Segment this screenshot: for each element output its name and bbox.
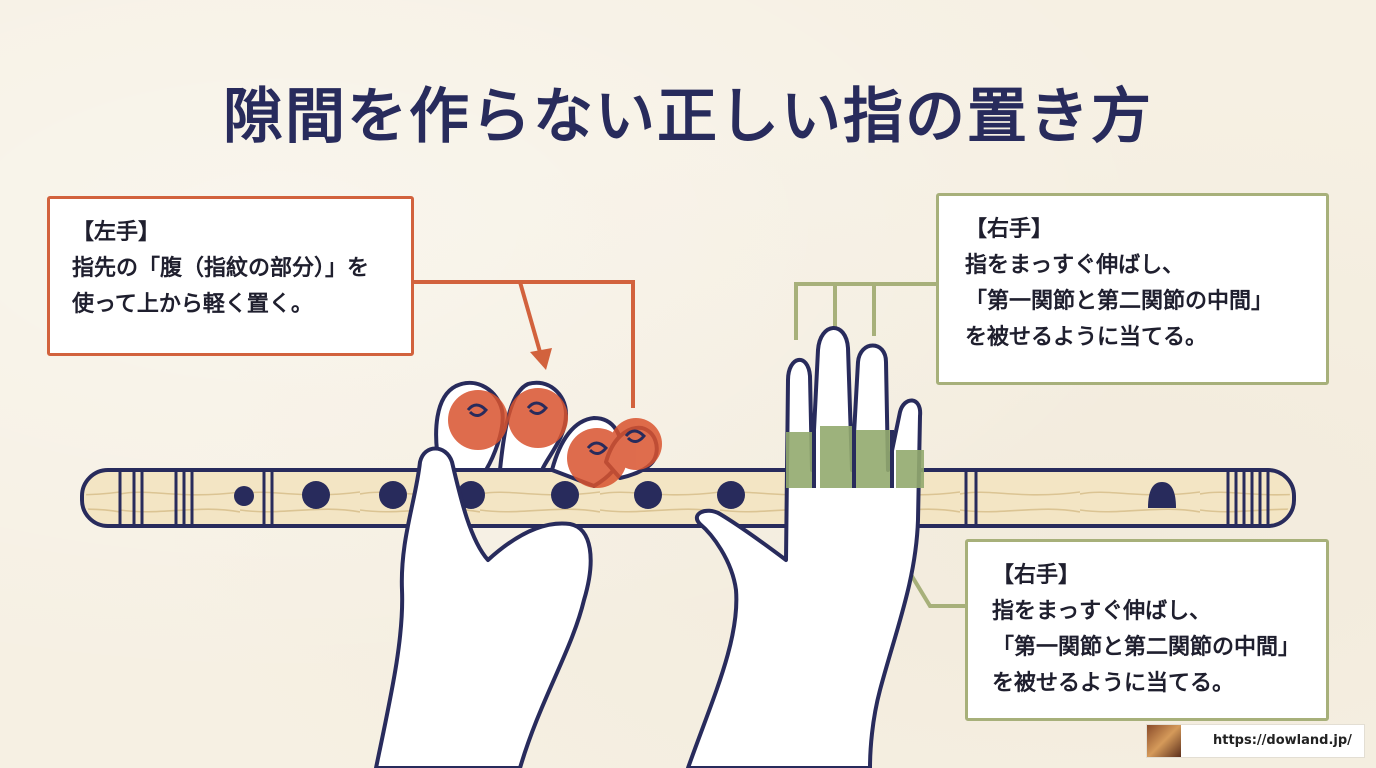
left-hand-callout: 【左手】 指先の「腹（指紋の部分）」を 使って上から軽く置く。	[47, 196, 414, 356]
flute-hole	[551, 481, 579, 509]
left-hand-heading: 【左手】	[72, 220, 161, 245]
embouchure-hole	[1148, 482, 1176, 508]
right-hand-text-line: を被せるように当てる。	[992, 671, 1235, 696]
right-top-connectors	[794, 282, 936, 340]
right-hand-text-line: を被せるように当てる。	[965, 325, 1208, 350]
flute-hole	[379, 481, 407, 509]
right-hand-outline-overlay	[812, 426, 894, 488]
right-hand-text-line: 指をまっすぐ伸ばし、	[992, 599, 1212, 624]
right-hand-heading: 【右手】	[965, 217, 1054, 242]
fingertip-swirl-icons	[466, 401, 647, 455]
flute-hole	[234, 486, 254, 506]
fingertip-highlights	[448, 388, 662, 488]
right-hand-text-line: 指をまっすぐ伸ばし、	[965, 253, 1185, 278]
right-hand-callout-bottom: 【右手】 指をまっすぐ伸ばし、 「第一関節と第二関節の中間」 を被せるように当て…	[965, 539, 1329, 721]
arrowhead-icon	[530, 348, 552, 370]
left-hand-text-line: 指先の「腹（指紋の部分）」を	[72, 256, 370, 281]
source-badge[interactable]: https://dowland.jp/	[1146, 724, 1365, 758]
flute	[80, 468, 1296, 528]
right-hand-callout-top: 【右手】 指をまっすぐ伸ばし、 「第一関節と第二関節の中間」 を被せるように当て…	[936, 193, 1329, 385]
page-title: 隙間を作らない正しい指の置き方	[223, 82, 1153, 152]
flute-hole	[634, 481, 662, 509]
left-hand-text-line: 使って上から軽く置く。	[72, 292, 313, 317]
right-hand-text-line: 「第一関節と第二関節の中間」	[992, 635, 1301, 660]
flute-hole	[717, 481, 745, 509]
flute-hole	[302, 481, 330, 509]
left-callout-connectors	[414, 280, 635, 408]
joint-bands	[786, 426, 924, 488]
right-hand-heading: 【右手】	[992, 563, 1081, 588]
site-thumbnail	[1147, 725, 1181, 757]
right-hand-illustration	[686, 326, 923, 768]
right-hand-text-line: 「第一関節と第二関節の中間」	[965, 289, 1274, 314]
source-url[interactable]: https://dowland.jp/	[1213, 733, 1352, 748]
